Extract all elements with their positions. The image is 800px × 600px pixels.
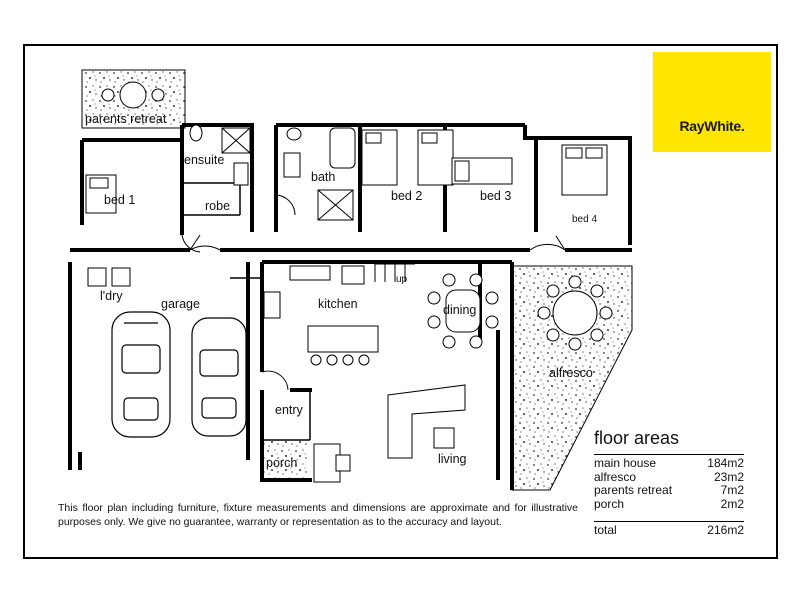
area-name: alfresco — [594, 469, 637, 484]
floor-areas-table: floor areas main house 184m2 alfresco 23… — [594, 428, 754, 538]
ray-white-logo: RayWhite. — [653, 52, 771, 152]
parents-retreat-area — [81, 69, 186, 129]
plan-frame — [23, 44, 778, 559]
room-label-bed1: bed 1 — [104, 193, 136, 207]
room-label-bed3: bed 3 — [480, 189, 512, 203]
porch-area — [263, 440, 309, 478]
interior-walls — [182, 182, 311, 441]
room-label-laundry: l'dry — [100, 289, 123, 303]
room-label-parents-retreat: parents retreat — [85, 112, 167, 126]
room-label-entry: entry — [275, 403, 303, 417]
cars — [111, 311, 247, 438]
room-label-living: living — [438, 452, 467, 466]
room-label-kitchen: kitchen — [318, 297, 358, 311]
alfresco-table — [537, 275, 613, 351]
beds — [85, 129, 608, 214]
area-name: main house — [594, 456, 657, 470]
exterior-walls — [68, 123, 632, 490]
area-row: alfresco 23m2 — [594, 469, 744, 485]
floor-areas-title: floor areas — [594, 428, 680, 448]
area-row: porch 2m2 — [594, 496, 744, 512]
disclaimer-text: This floor plan including furniture, fix… — [58, 502, 578, 528]
room-label-dining: dining — [443, 303, 477, 317]
area-total-row: total 216m2 — [594, 521, 744, 538]
room-label-ensuite: ensuite — [184, 153, 225, 167]
area-row: main house 184m2 — [594, 456, 744, 471]
stairs-up-label: up — [396, 274, 408, 285]
dining-table — [427, 273, 499, 349]
stools — [310, 354, 370, 366]
floor-areas-rule — [594, 454, 744, 455]
fixtures — [87, 124, 379, 353]
stairs — [374, 263, 415, 282]
room-label-alfresco: alfresco — [549, 366, 593, 380]
room-label-bed4: bed 4 — [572, 214, 598, 225]
room-label-bed2: bed 2 — [391, 189, 423, 203]
area-value: 184m2 — [707, 456, 744, 470]
area-value: 2m2 — [720, 496, 744, 511]
area-value: 7m2 — [720, 483, 744, 497]
room-label-porch: porch — [266, 456, 298, 470]
area-name: parents retreat — [594, 483, 673, 497]
area-total-name: total — [594, 523, 617, 537]
area-name: porch — [594, 496, 625, 511]
retreat-table — [101, 81, 165, 109]
lounge — [313, 384, 466, 483]
room-label-robe: robe — [205, 199, 231, 213]
area-total-value: 216m2 — [707, 523, 744, 537]
room-label-garage: garage — [161, 297, 200, 311]
doors — [181, 194, 566, 391]
area-row: parents retreat 7m2 — [594, 483, 744, 498]
logo-text: RayWhite. — [679, 118, 745, 134]
area-value: 23m2 — [713, 469, 744, 484]
room-label-bath: bath — [311, 170, 336, 184]
